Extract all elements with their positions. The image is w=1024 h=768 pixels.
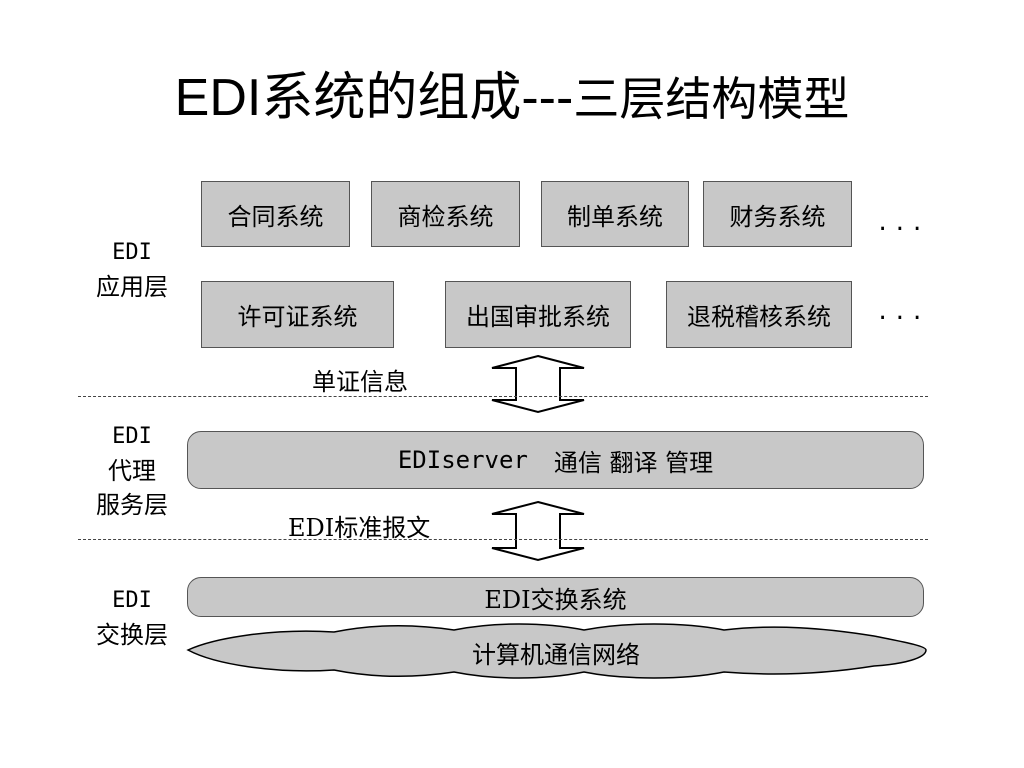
app-row2-ellipsis: ...	[876, 300, 928, 325]
application-layer-edi: EDI	[112, 240, 152, 265]
exchange-layer-label: EDI 交换层	[82, 584, 182, 652]
title-dashes: ---	[521, 69, 574, 127]
application-layer-name: 应用层	[96, 273, 168, 301]
network-cloud-icon	[186, 623, 927, 679]
edi-exchange-bar: EDI交换系统	[187, 577, 924, 617]
bidirectional-arrow-icon	[491, 500, 585, 562]
app-box-documents: 制单系统	[541, 181, 689, 247]
network-label: 计算机通信网络	[472, 640, 640, 669]
divider-proxy-exchange	[78, 539, 928, 540]
proxy-layer-label: EDI 代理 服务层	[82, 420, 182, 522]
bidirectional-arrow-icon	[491, 354, 585, 414]
app-box-contract: 合同系统	[201, 181, 350, 247]
divider-app-proxy	[78, 396, 928, 397]
edi-server-functions: 通信 翻译 管理	[553, 448, 714, 477]
app-box-inspection: 商检系统	[371, 181, 520, 247]
flow-label-documents: 单证信息	[312, 368, 408, 396]
exchange-layer-edi: EDI	[112, 588, 152, 613]
app-row1-ellipsis: ...	[876, 211, 928, 236]
edi-server-name: EDIserver	[397, 446, 528, 474]
flow-label-standard-message: EDI标准报文	[288, 514, 431, 542]
app-box-license: 许可证系统	[201, 281, 394, 348]
application-layer-label: EDI 应用层	[82, 236, 182, 304]
proxy-layer-edi: EDI	[112, 424, 152, 449]
app-box-finance: 财务系统	[703, 181, 852, 247]
edi-server-bar: EDIserver 通信 翻译 管理	[187, 431, 924, 489]
proxy-layer-name-1: 代理	[108, 457, 156, 485]
exchange-layer-name: 交换层	[96, 621, 168, 649]
page-title: EDI系统的组成---三层结构模型	[0, 62, 1024, 135]
app-box-tax-refund: 退税稽核系统	[666, 281, 852, 348]
title-suffix: 三层结构模型	[573, 72, 850, 126]
proxy-layer-name-2: 服务层	[96, 491, 168, 519]
title-prefix: EDI系统的组成	[174, 69, 522, 127]
app-box-exit-approval: 出国审批系统	[445, 281, 631, 348]
